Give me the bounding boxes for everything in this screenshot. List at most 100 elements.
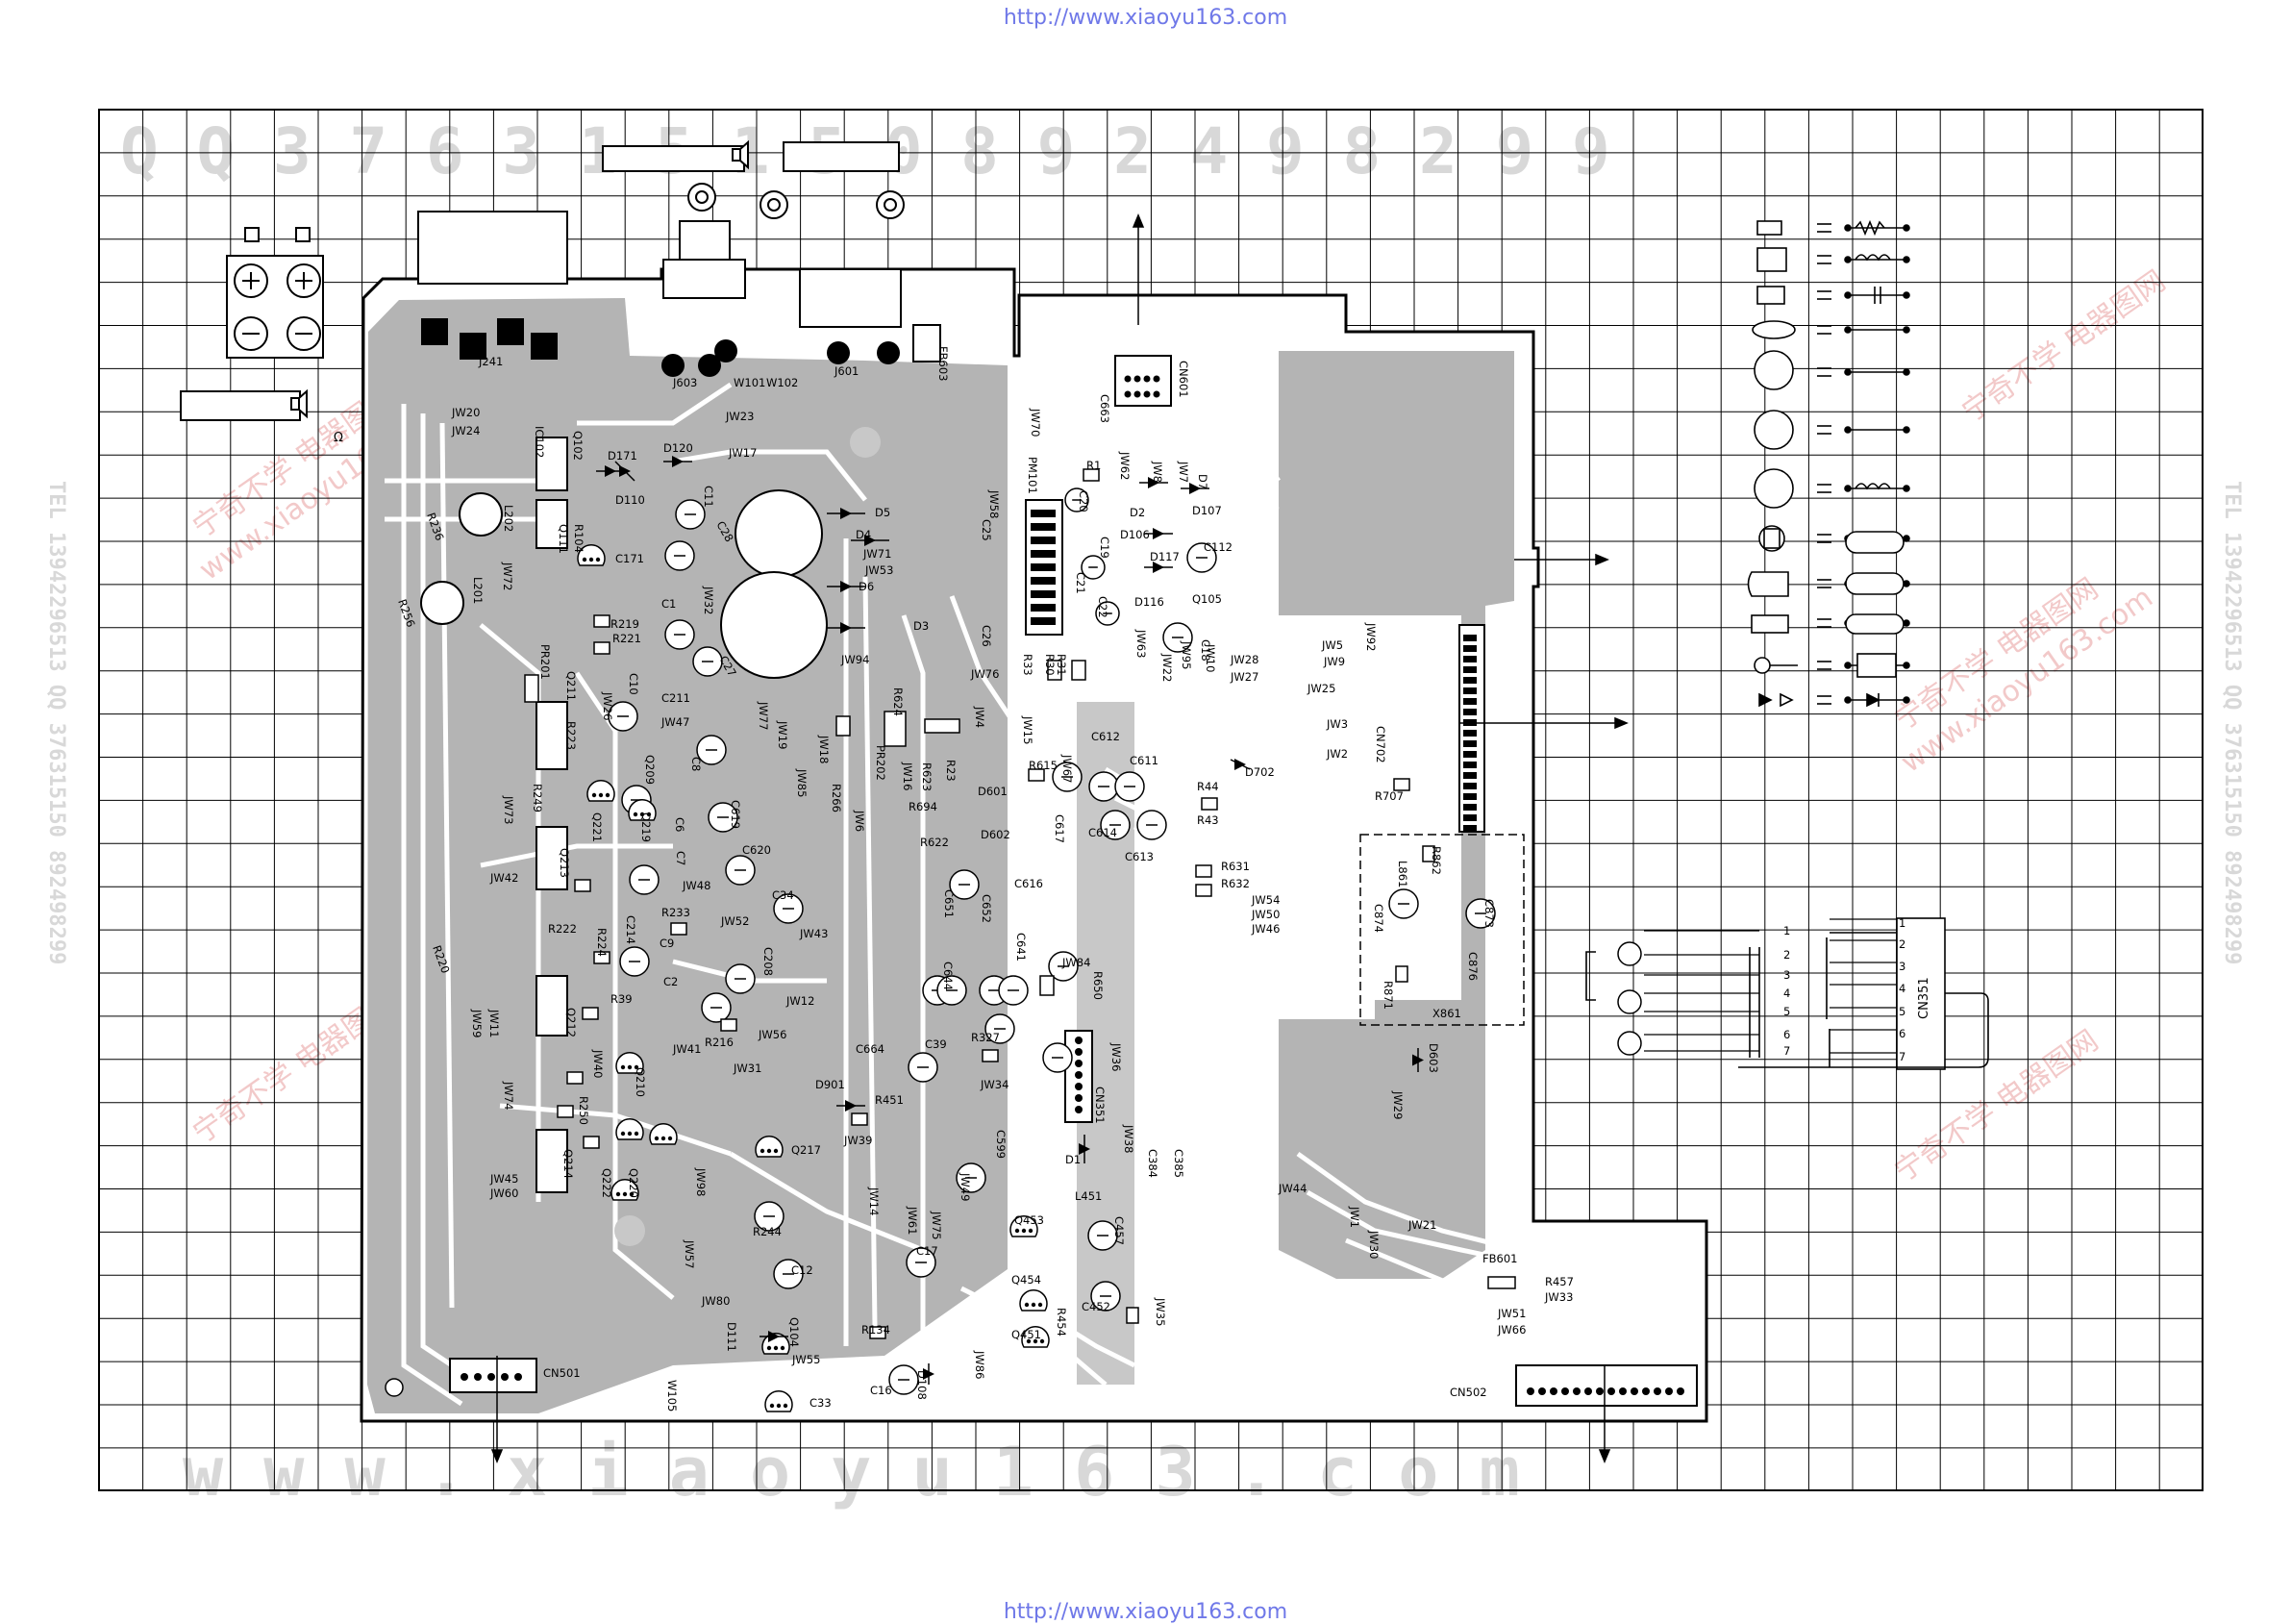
component-label-pr202: PR202 xyxy=(874,745,887,781)
rca-jacks xyxy=(687,183,905,219)
component-label-c385: C385 xyxy=(1172,1149,1185,1178)
component-label-q217: Q217 xyxy=(791,1143,821,1157)
electrolytic-capacitor xyxy=(675,499,706,530)
component-label-jw75: JW75 xyxy=(930,1211,943,1239)
pin-label: 6 xyxy=(1783,1028,1790,1041)
pm101-pin xyxy=(1031,617,1056,625)
pin-label: 4 xyxy=(1783,987,1790,1000)
svg-text:宁奇不学 电器图网: 宁奇不学 电器图网 xyxy=(1956,264,2172,430)
component-label-jw40: JW40 xyxy=(591,1049,605,1078)
component-label-d117: D117 xyxy=(1150,550,1180,563)
electrolytic-capacitor xyxy=(773,893,804,924)
resistor xyxy=(566,1071,584,1085)
omega-mark: Ω xyxy=(334,431,343,445)
component-label-q211: Q211 xyxy=(564,671,578,701)
transistor xyxy=(1021,1326,1050,1348)
component-label-jw80: JW80 xyxy=(701,1294,730,1308)
component-label-c12: C12 xyxy=(791,1263,813,1277)
component-label-jw31: JW31 xyxy=(733,1062,761,1075)
component-label-x861: X861 xyxy=(1432,1007,1461,1020)
electrolytic-capacitor xyxy=(629,864,660,895)
component-label-r615: R615 xyxy=(1029,759,1058,772)
component-label-jw7: JW7 xyxy=(1177,461,1190,483)
component-label-c16: C16 xyxy=(870,1384,892,1397)
trace xyxy=(1306,1189,1597,1282)
component-label-cn502: CN502 xyxy=(1450,1386,1487,1399)
ic-package xyxy=(535,975,568,1037)
diode xyxy=(827,581,865,592)
trace xyxy=(480,843,673,868)
component-label-c457: C457 xyxy=(1112,1216,1126,1245)
component-label-q105: Q105 xyxy=(1192,592,1222,606)
solder-pad xyxy=(1075,1106,1083,1113)
component-label-q111: Q111 xyxy=(557,524,570,554)
component-label-cn501: CN501 xyxy=(543,1366,581,1380)
pin-label: 7 xyxy=(1899,1050,1905,1063)
component-label-r266: R266 xyxy=(830,784,843,812)
component-label-jw55: JW55 xyxy=(791,1353,820,1366)
pin-label: 2 xyxy=(1783,948,1790,962)
diode xyxy=(1144,562,1173,573)
component-label-r707: R707 xyxy=(1375,789,1404,803)
cn601-connector xyxy=(1114,355,1172,407)
power-pad xyxy=(497,318,524,345)
coil-l202 xyxy=(459,492,503,537)
component-label-fb603: FB603 xyxy=(936,346,950,381)
component-label-l201: L201 xyxy=(471,577,485,604)
component-label-r244: R244 xyxy=(753,1225,782,1238)
pin-label: 4 xyxy=(1899,982,1905,995)
trace xyxy=(901,614,926,1365)
electrolytic-capacitor xyxy=(1095,601,1120,626)
component-label-cn351: CN351 xyxy=(1093,1087,1107,1124)
transistor xyxy=(1019,1289,1048,1312)
component-label-d110: D110 xyxy=(615,493,645,507)
electrolytic-capacitor xyxy=(708,802,738,833)
component-label-c11: C11 xyxy=(702,486,715,508)
electrolytic-capacitor xyxy=(1186,542,1217,573)
component-label-r871: R871 xyxy=(1382,981,1395,1010)
component-label-c876: C876 xyxy=(1466,952,1480,981)
component-label-c452: C452 xyxy=(1082,1300,1110,1313)
component-label-c617: C617 xyxy=(1053,814,1066,843)
header-url[interactable]: http://www.xiaoyu163.com xyxy=(1003,6,1288,30)
mounting-hole xyxy=(850,427,881,458)
component-label-c208: C208 xyxy=(761,947,775,976)
component-label-r23: R23 xyxy=(944,760,958,782)
component-label-c8: C8 xyxy=(689,757,703,771)
resistor xyxy=(593,641,610,655)
cn702-pin xyxy=(1463,783,1477,789)
trace xyxy=(1345,1237,1635,1339)
component-label-d4: D4 xyxy=(856,528,871,541)
trace xyxy=(1296,1151,1558,1262)
solder-pad xyxy=(1677,1387,1684,1395)
electrolytic-capacitor xyxy=(701,992,732,1023)
component-label-jw34: JW34 xyxy=(980,1078,1009,1091)
component-label-jw24: JW24 xyxy=(451,424,480,437)
component-label-r43: R43 xyxy=(1197,813,1219,827)
electrolytic-capacitor xyxy=(619,946,650,977)
resistor xyxy=(670,922,687,936)
component-label-c18: C18 xyxy=(1199,639,1212,662)
resistor xyxy=(1201,797,1218,811)
solder-pad xyxy=(714,339,737,362)
component-label-jw61: JW61 xyxy=(906,1206,919,1235)
solder-pad xyxy=(1075,1083,1083,1090)
electrolytic-capacitor xyxy=(1052,762,1083,792)
component-label-jw95: JW95 xyxy=(1180,640,1193,669)
diode xyxy=(1230,759,1251,770)
component-label-c611: C611 xyxy=(1130,754,1158,767)
component-label-jw23: JW23 xyxy=(725,410,754,423)
component-label-c33: C33 xyxy=(809,1396,832,1410)
component-label-jw54: JW54 xyxy=(1251,893,1280,907)
electrolytic-capacitor xyxy=(1088,771,1119,802)
component-label-c873: C873 xyxy=(1482,899,1496,928)
component-label-r219: R219 xyxy=(610,617,639,631)
electrolytic-capacitor xyxy=(956,1162,986,1193)
component-label-r39: R39 xyxy=(610,992,633,1006)
component-label-w101: W101 xyxy=(734,376,765,389)
power-pad xyxy=(531,333,558,360)
transistor xyxy=(755,1136,784,1158)
solder-pad xyxy=(1124,375,1132,383)
cn702-pin xyxy=(1463,804,1477,811)
